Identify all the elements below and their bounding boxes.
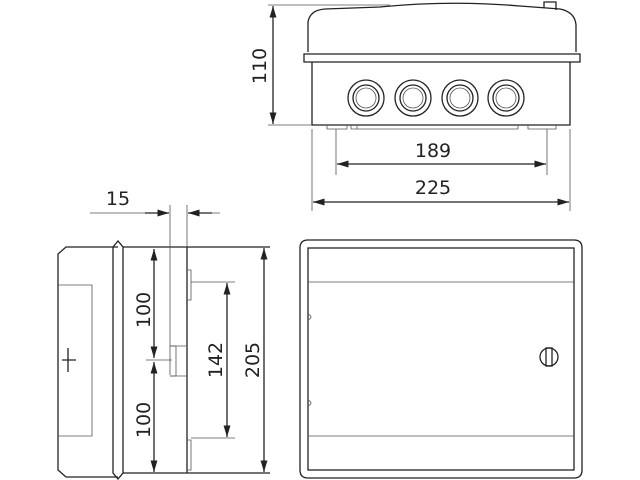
cable-gland-icon [347,79,385,117]
lid-side [57,246,118,478]
rail-length-dimension-label: 142 [205,342,227,378]
body-side [123,246,270,474]
enclosure-outline [299,239,583,479]
upper-dimension-label: 100 [133,292,155,328]
depth-dimension-label: 15 [106,188,130,210]
feet [326,125,557,130]
door-lock-icon [539,347,559,367]
cable-glands [347,79,525,117]
lid-inner [58,284,93,437]
side-view: 15 100 100 142 205 [57,188,270,480]
height-dimension-label: 110 [249,48,271,84]
rail-spacing-dimension-label: 189 [415,140,451,162]
width-dimension-label: 225 [415,177,451,199]
window-lines [308,281,574,437]
hinge-knob [543,1,557,10]
din-rail [170,269,192,471]
cable-gland-icon [394,79,432,117]
enclosure-inner [307,247,575,471]
lid-rim-side [112,239,124,480]
lid-rim [303,53,581,63]
cable-gland-icon [441,79,479,117]
top-view: 110 189 225 [249,1,581,211]
front-view [299,239,583,479]
body-outline [311,62,571,126]
lower-dimension-label: 100 [133,402,155,438]
hinges [307,313,312,407]
lid-outline [307,2,577,52]
latch-icon [62,348,76,372]
total-height-dimension-label: 205 [242,342,264,378]
cable-gland-icon [487,79,525,117]
